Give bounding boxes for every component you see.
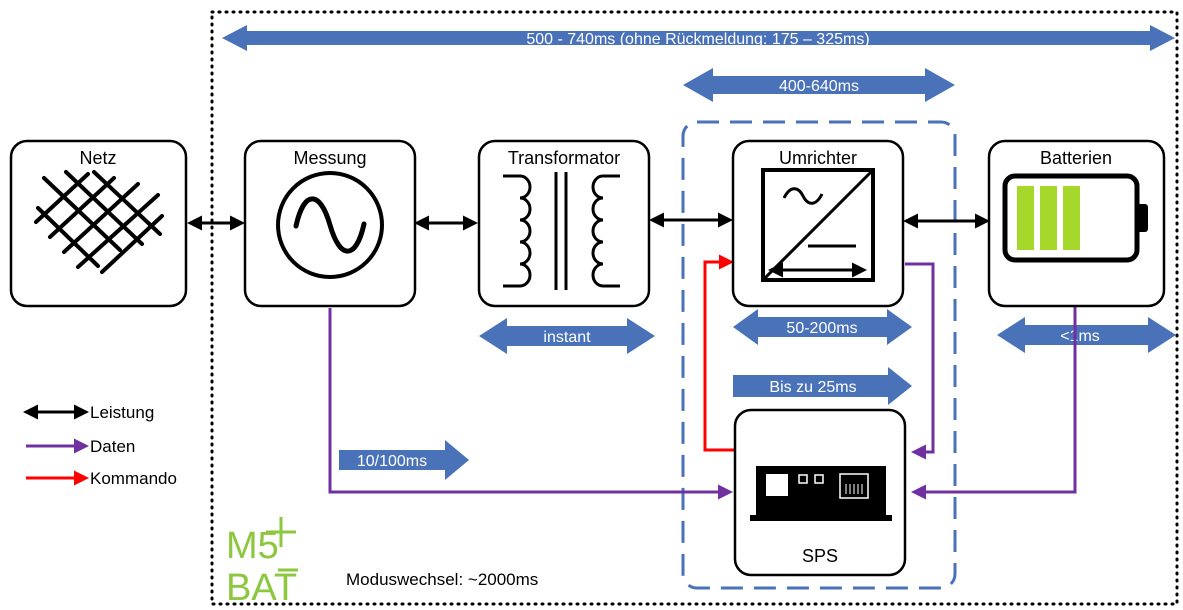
data-line-converter: [905, 262, 935, 460]
command-line: [703, 254, 734, 452]
total-time-arrow: 500 - 740ms (ohne Rückmeldung: 175 – 325…: [222, 25, 1175, 51]
power-lines: [187, 212, 990, 231]
data-lines: [328, 262, 1077, 500]
plc-block: SPS: [733, 408, 907, 577]
sps-time-label: Bis zu 25ms: [769, 379, 856, 396]
measurement-block: Messung: [243, 139, 417, 308]
transformer-time-arrow: instant: [479, 318, 655, 354]
batteries-block: Batterien: [987, 139, 1166, 308]
converter-path-time-label: 400-640ms: [779, 78, 859, 95]
measurement-time-arrow: 10/100ms: [339, 440, 469, 480]
transformer-block-title: Transformator: [508, 148, 620, 168]
plc-block-title: SPS: [802, 546, 838, 566]
converter-block-title: Umrichter: [779, 148, 857, 168]
measurement-block-title: Messung: [293, 148, 366, 168]
data-line-battery: [911, 304, 1077, 500]
battery-cell-3: [1063, 186, 1080, 250]
outer-dotted-boundary: [210, 10, 1179, 606]
battery-time-arrow: <1ms: [997, 317, 1176, 353]
converter-path-time-arrow: 400-640ms: [683, 68, 955, 102]
grid-block-title: Netz: [79, 148, 116, 168]
battery-cell-2: [1040, 186, 1057, 250]
batteries-block-title: Batterien: [1040, 148, 1112, 168]
battery-icon: [1002, 173, 1148, 263]
ac-source-icon: [276, 171, 384, 279]
transformer-symbol-icon: [503, 172, 620, 290]
m5bat-logo: M5 BAT: [226, 517, 298, 609]
total-time-label: 500 - 740ms (ohne Rückmeldung: 175 – 325…: [526, 31, 869, 48]
converter-block: Umrichter: [731, 139, 905, 308]
grid-mesh-icon: [34, 170, 164, 274]
plc-device-icon: [750, 466, 892, 521]
battery-cell-1: [1017, 186, 1034, 250]
converter-time-arrow: 50-200ms: [733, 309, 912, 345]
sps-time-arrow: Bis zu 25ms: [733, 367, 912, 405]
grid-block: Netz: [9, 139, 188, 308]
converter-time-label: 50-200ms: [786, 320, 857, 337]
transformer-block: Transformator: [477, 139, 651, 308]
mode-switch-label: Moduswechsel: ~2000ms: [346, 570, 538, 589]
battery-time-label: <1ms: [1060, 328, 1100, 345]
measurement-time-label: 10/100ms: [357, 453, 427, 470]
legend-data-label: Daten: [90, 437, 135, 456]
logo-line-2: BAT: [226, 567, 297, 609]
ac-dc-converter-icon: [761, 168, 875, 282]
legend-command-label: Kommando: [90, 469, 177, 488]
legend: Leistung Daten Kommando: [23, 403, 177, 488]
data-line-measurement: [328, 308, 733, 500]
transformer-time-label: instant: [543, 329, 591, 346]
legend-power-label: Leistung: [90, 403, 154, 422]
